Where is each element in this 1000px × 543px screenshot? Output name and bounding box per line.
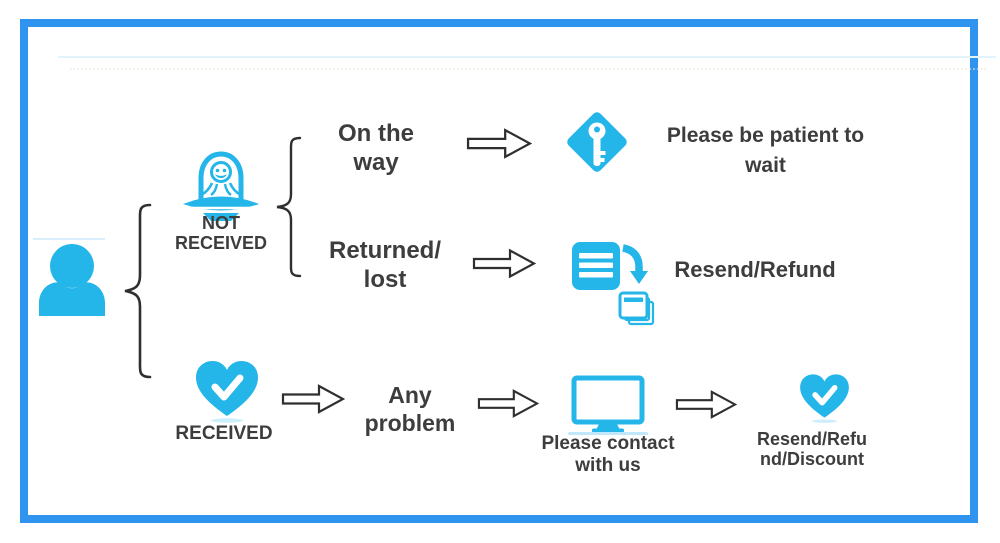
frame-border — [20, 19, 996, 523]
not-received-label: NOT RECEIVED — [174, 213, 268, 253]
condition-on-the-way: On the way — [338, 120, 414, 176]
arrow-right-icon — [675, 390, 737, 419]
curly-brace-left-icon — [124, 203, 152, 379]
heart-check-icon — [196, 361, 258, 423]
alien-ufo-icon — [183, 151, 259, 221]
received-label: RECEIVED — [175, 423, 273, 444]
heart-check-icon — [800, 374, 849, 423]
arrow-right-icon — [281, 384, 345, 414]
documents-resend-icon — [572, 242, 655, 326]
frame-inner-highlight — [58, 56, 996, 58]
final-outcome-label: Resend/Refu nd/Discount — [756, 429, 868, 469]
faint-dotted-line — [70, 68, 986, 70]
condition-returned-lost: Returned/ lost — [328, 237, 441, 293]
arrow-right-icon — [472, 248, 536, 279]
arrow-right-icon — [477, 389, 539, 418]
condition-any-problem: Any problem — [364, 382, 456, 436]
decorative-line — [33, 238, 105, 240]
computer-monitor-icon — [568, 375, 648, 435]
curly-brace-small-icon — [276, 136, 302, 278]
outcome-be-patient: Please be patient to wait — [666, 124, 865, 177]
key-diamond-icon — [567, 112, 627, 172]
outcome-resend-refund: Resend/Refund — [674, 257, 836, 282]
arrow-right-icon — [466, 128, 532, 159]
person-icon — [39, 244, 105, 316]
contact-label: Please contact with us — [541, 433, 675, 476]
